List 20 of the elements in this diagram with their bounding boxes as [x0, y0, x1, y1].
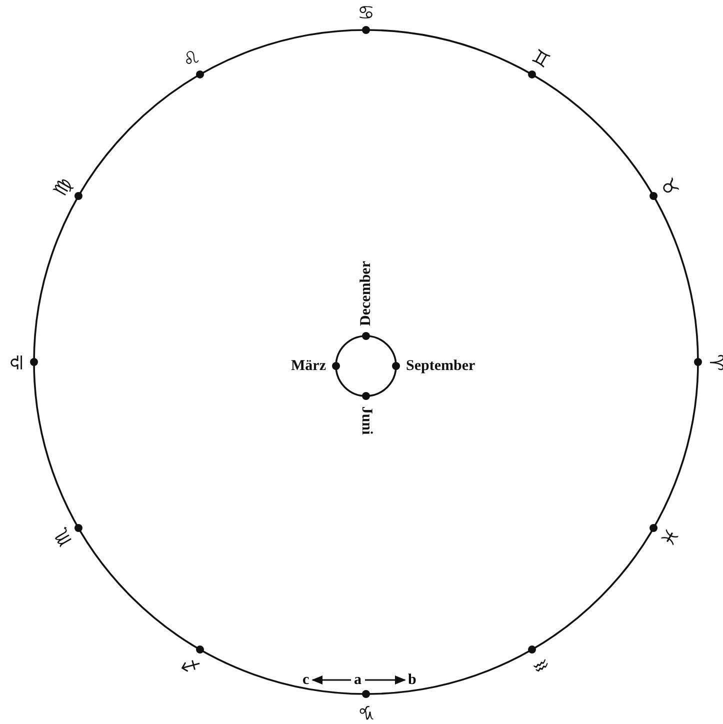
- zodiac-symbol: ♎: [8, 353, 27, 371]
- point-letter: c: [302, 672, 310, 688]
- arrow: [311, 676, 351, 684]
- zodiac-symbol: ♌: [179, 47, 204, 72]
- point-letter: b: [407, 672, 418, 688]
- zodiac-symbol: ♊: [528, 47, 553, 72]
- month-label: Juni: [358, 406, 374, 434]
- arrow: [365, 676, 406, 684]
- month-label: März: [291, 358, 326, 374]
- zodiac-symbol: ♐: [179, 652, 204, 677]
- zodiac-symbol: ♍: [51, 175, 76, 200]
- month-label: September: [406, 358, 476, 374]
- zodiac-symbol: ♏: [51, 524, 76, 549]
- zodiac-symbol: ♑: [358, 702, 375, 720]
- point-letter: a: [353, 672, 362, 688]
- zodiac-symbol: ♋: [358, 4, 375, 22]
- month-label: December: [358, 261, 374, 326]
- zodiac-symbol: ♉: [656, 175, 681, 200]
- zodiac-symbol: ♒: [528, 652, 553, 677]
- zodiac-symbol: ♓: [656, 524, 681, 549]
